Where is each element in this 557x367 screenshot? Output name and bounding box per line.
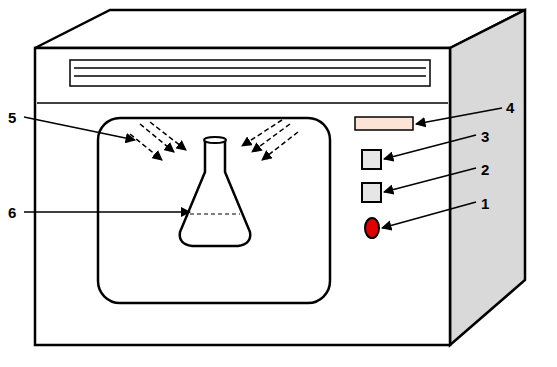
flask: [180, 140, 251, 246]
power-button: [365, 218, 379, 238]
callout-number: 1: [481, 196, 489, 211]
callout-number: 5: [8, 110, 16, 125]
button: [362, 183, 381, 202]
callout-number: 4: [506, 100, 514, 115]
leader-lines: [24, 108, 502, 228]
panel-line: [37, 102, 448, 104]
microwave-rays: [130, 120, 298, 160]
vent: [70, 60, 430, 86]
oven-front: [35, 48, 450, 345]
callout-number: 6: [8, 205, 16, 220]
oven-top: [35, 10, 525, 48]
oven-window: [98, 118, 330, 303]
oven-side: [450, 10, 525, 345]
button: [362, 150, 381, 169]
callout-number: 2: [481, 162, 489, 177]
callout-number: 3: [481, 129, 489, 144]
display: [355, 117, 413, 130]
